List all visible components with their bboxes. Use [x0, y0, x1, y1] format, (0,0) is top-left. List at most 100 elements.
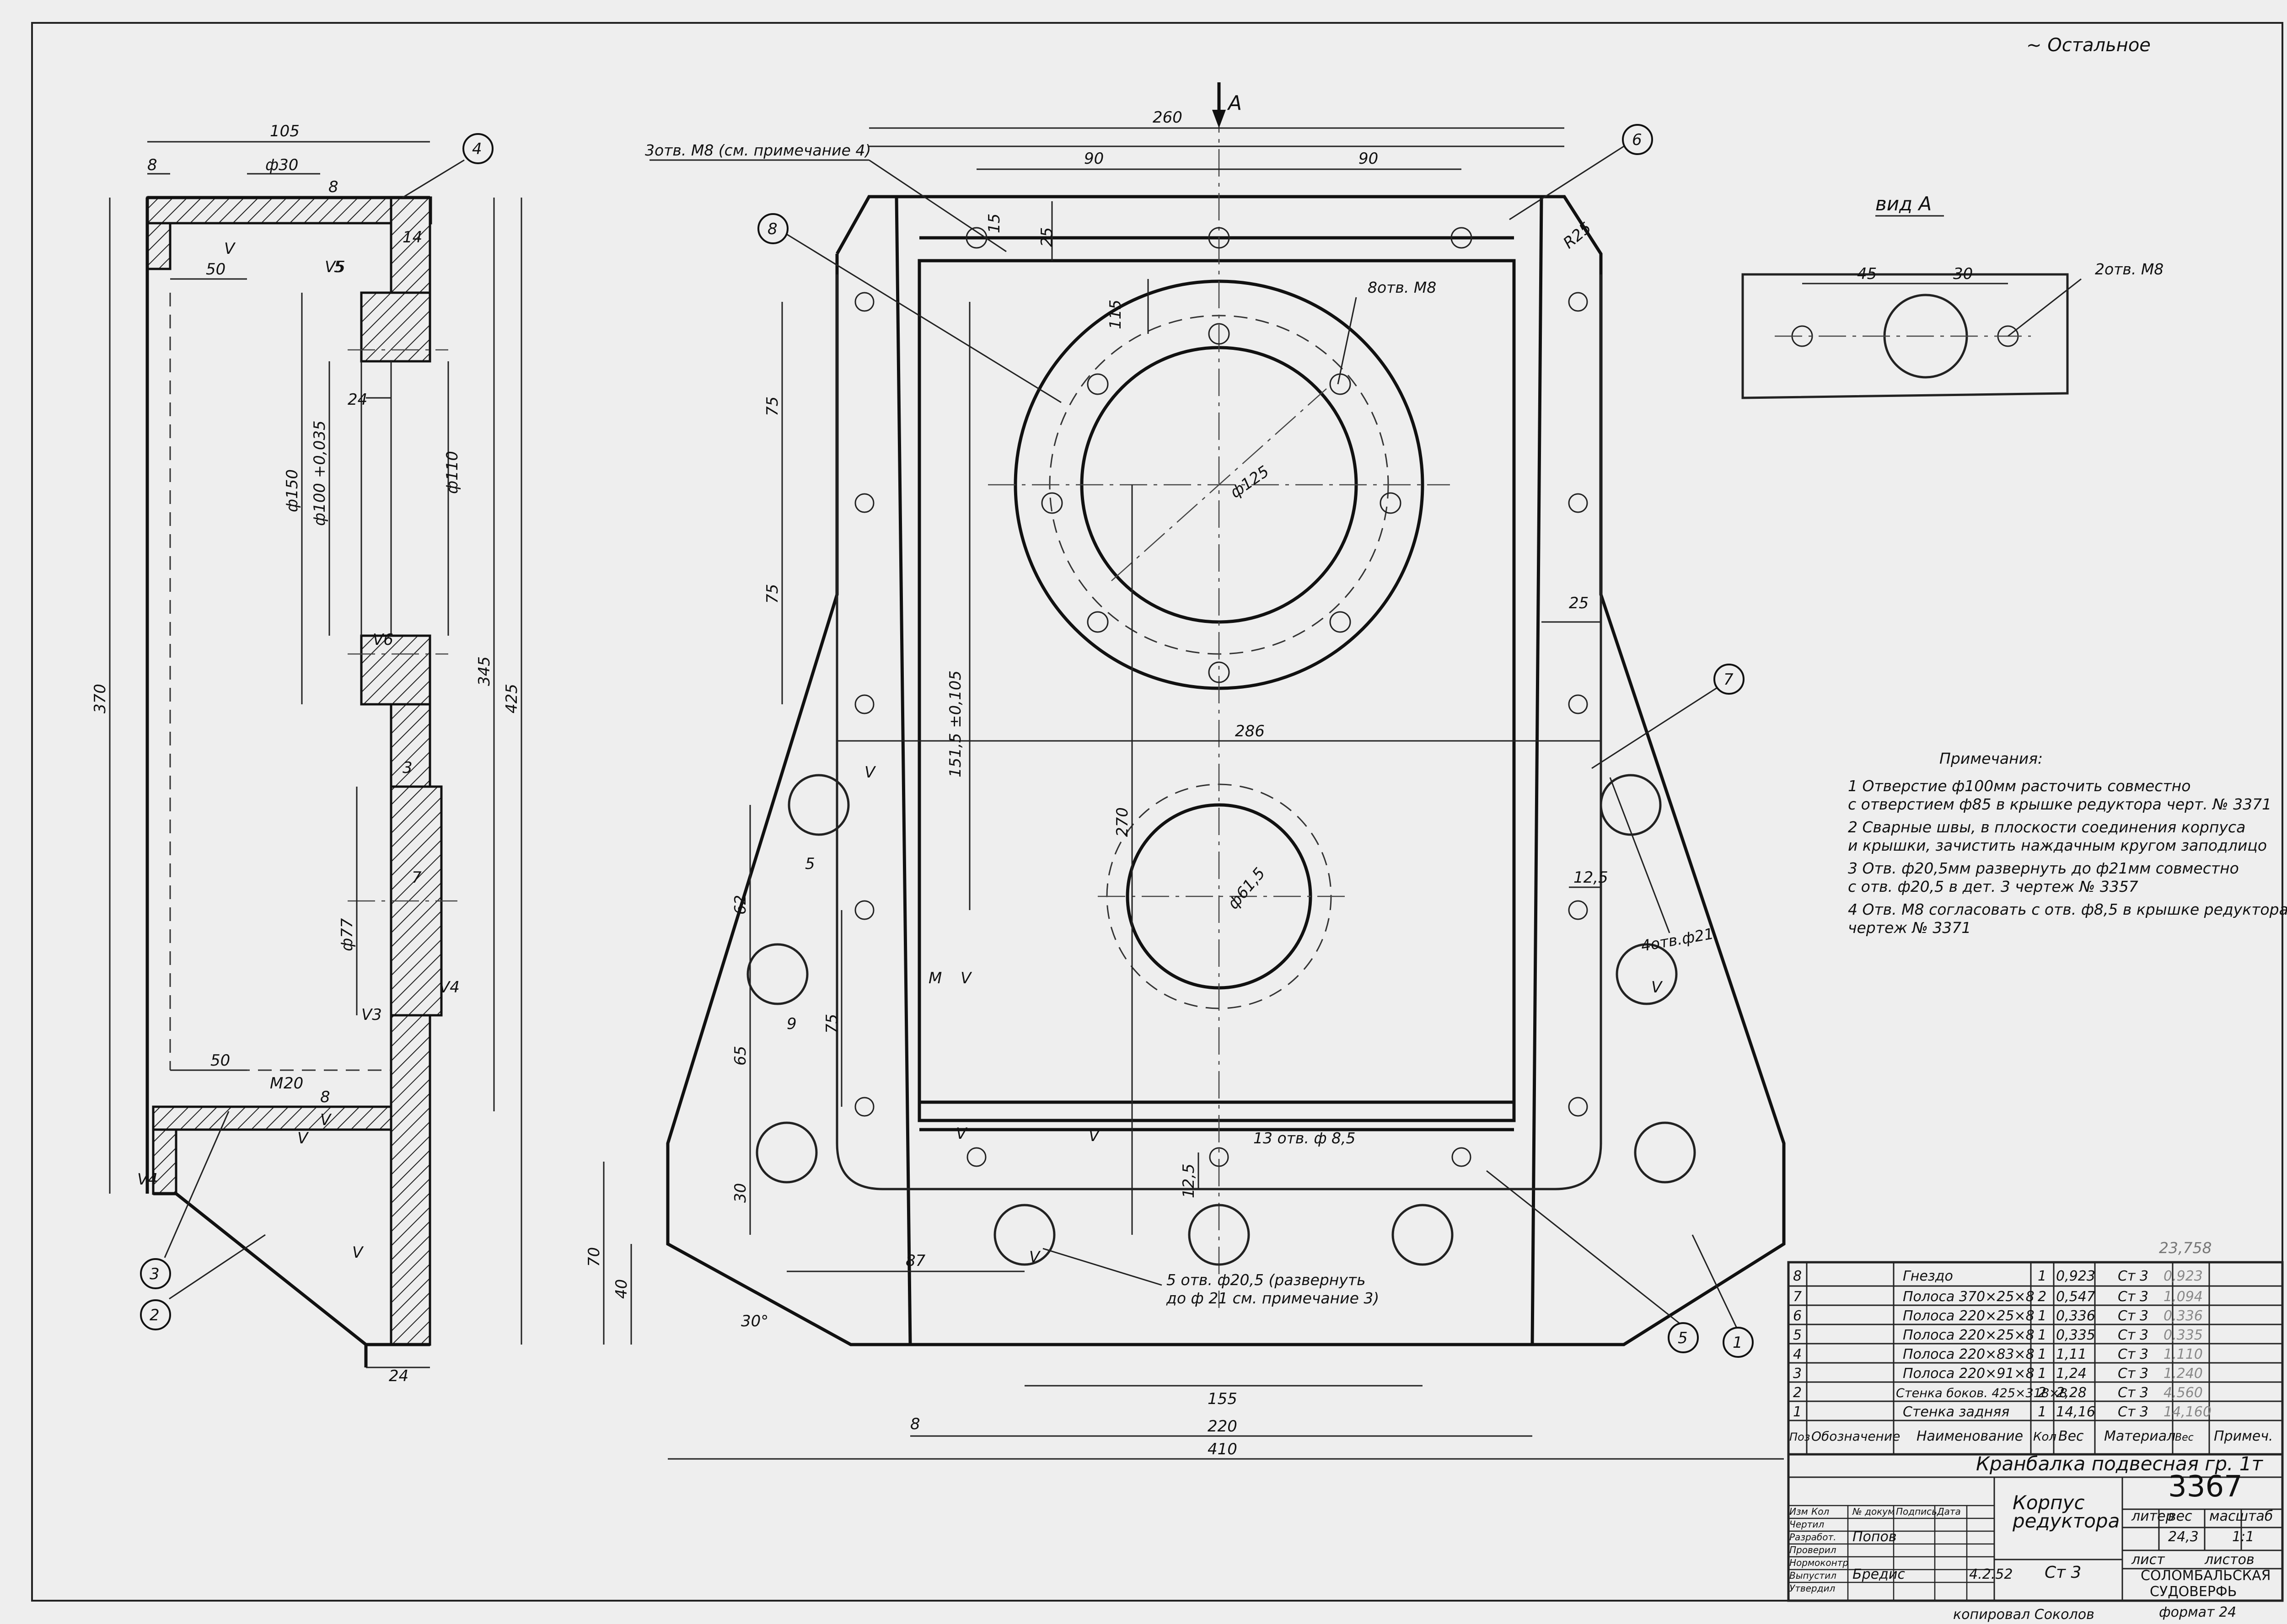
svg-text:7: 7: [1793, 1289, 1802, 1305]
svg-text:90: 90: [1084, 150, 1104, 168]
svg-text:ф110: ф110: [443, 451, 462, 494]
svg-text:410: 410: [1208, 1440, 1237, 1458]
svg-text:М: М: [270, 1074, 283, 1093]
svg-text:286: 286: [1235, 722, 1265, 740]
svg-text:Ст 3: Ст 3: [2118, 1327, 2148, 1343]
svg-text:12,5: 12,5: [1573, 868, 1608, 887]
svg-text:Ст 3: Ст 3: [2118, 1385, 2148, 1401]
svg-text:20: 20: [284, 1074, 303, 1093]
svg-text:3: 3: [1793, 1366, 1802, 1382]
svg-text:Примеч.: Примеч.: [2214, 1428, 2273, 1444]
svg-text:370: 370: [91, 684, 109, 713]
svg-text:260: 260: [1153, 108, 1182, 127]
svg-text:V: V: [1029, 1248, 1041, 1266]
svg-text:2: 2: [150, 1306, 160, 1324]
svg-text:1:1: 1:1: [2232, 1529, 2254, 1545]
svg-text:литер: литер: [2131, 1508, 2174, 1524]
svg-text:8: 8: [1793, 1268, 1802, 1284]
svg-text:4 Отв. М8 согласовать с отв.: 4 Отв. М8 согласовать с отв. ф8,5 в крыш…: [1848, 900, 2287, 918]
svg-text:V5: V5: [325, 258, 345, 276]
svg-text:3 Отв. ф20,5мм развернуть до: 3 Отв. ф20,5мм развернуть до ф21мм совме…: [1848, 859, 2239, 877]
svg-text:5: 5: [805, 855, 815, 873]
svg-text:Ст 3: Ст 3: [2118, 1346, 2148, 1362]
svg-text:50: 50: [206, 260, 225, 279]
svg-text:V4: V4: [439, 978, 460, 997]
svg-text:8: 8: [320, 1088, 330, 1106]
svg-text:13 отв. ф 8,5: 13 отв. ф 8,5: [1253, 1129, 1356, 1147]
svg-text:и крышки, зачистить наждачным: и крышки, зачистить наждачным кругом зап…: [1848, 836, 2267, 854]
svg-text:редуктора: редуктора: [2012, 1510, 2120, 1532]
svg-text:Вес: Вес: [2175, 1432, 2194, 1443]
svg-text:8: 8: [910, 1415, 920, 1433]
svg-text:Стенка задняя: Стенка задняя: [1903, 1404, 2009, 1420]
svg-text:А: А: [1227, 91, 1242, 115]
svg-text:Проверил: Проверил: [1789, 1544, 1836, 1555]
side-section-view: 105 8 ф30 8 50 14 5 24 ф150 ф100 +0,035 …: [91, 122, 522, 1385]
svg-text:V: V: [320, 1111, 332, 1129]
svg-text:Наименование: Наименование: [1917, 1428, 2023, 1444]
svg-text:1: 1: [2038, 1308, 2046, 1324]
svg-text:Стенка боков. 425×318×8: Стенка боков. 425×318×8: [1896, 1386, 2067, 1400]
svg-text:1: 1: [2038, 1268, 2046, 1284]
svg-text:листов: листов: [2204, 1552, 2255, 1568]
svg-text:Бредис: Бредис: [1852, 1566, 1905, 1582]
svg-text:105: 105: [270, 122, 300, 140]
svg-text:3: 3: [150, 1265, 160, 1283]
svg-text:V: V: [1651, 978, 1663, 997]
svg-text:24: 24: [389, 1367, 408, 1385]
svg-text:Выпустил: Выпустил: [1789, 1570, 1836, 1581]
svg-text:Разработ.: Разработ.: [1789, 1532, 1836, 1543]
svg-text:1: 1: [2038, 1346, 2046, 1362]
svg-text:Обозначение: Обозначение: [1811, 1429, 1900, 1444]
svg-text:8: 8: [328, 178, 338, 196]
svg-text:14,16: 14,16: [2056, 1404, 2095, 1420]
title-block: Кранбалка подвесная гр. 1т Корпус редукт…: [1787, 1452, 2284, 1623]
svg-text:V: V: [956, 1125, 968, 1143]
svg-text:копировал Соколов: копировал Соколов: [1953, 1607, 2094, 1623]
svg-text:87: 87: [906, 1252, 926, 1270]
svg-text:Утвердил: Утвердил: [1789, 1583, 1835, 1594]
svg-text:2: 2: [2038, 1385, 2046, 1401]
svg-text:1: 1: [2038, 1404, 2046, 1420]
svg-text:Материал: Материал: [2104, 1428, 2175, 1444]
svg-text:0,336: 0,336: [2056, 1308, 2095, 1324]
svg-text:25: 25: [1569, 594, 1589, 612]
svg-text:Полоса 220×25×8: Полоса 220×25×8: [1903, 1308, 2035, 1324]
svg-text:V: V: [1089, 1127, 1101, 1145]
svg-text:V3: V3: [361, 1006, 382, 1024]
svg-text:V: V: [352, 1243, 364, 1262]
svg-text:Поз: Поз: [1789, 1431, 1810, 1443]
svg-text:СОЛОМБАЛЬСКАЯ: СОЛОМБАЛЬСКАЯ: [2141, 1568, 2271, 1584]
svg-text:2: 2: [2038, 1289, 2046, 1305]
svg-text:5: 5: [334, 258, 344, 276]
svg-text:ф150: ф150: [283, 469, 301, 512]
svg-text:Ст 3: Ст 3: [2118, 1308, 2148, 1324]
svg-text:Полоса 370×25×8: Полоса 370×25×8: [1903, 1289, 2035, 1305]
svg-text:270: 270: [1113, 807, 1132, 837]
svg-text:8: 8: [768, 220, 778, 238]
svg-text:0,336: 0,336: [2164, 1308, 2203, 1324]
svg-text:5 отв. ф20,5 (развернуть: 5 отв. ф20,5 (развернуть: [1166, 1271, 1366, 1289]
svg-text:0,547: 0,547: [2056, 1289, 2095, 1305]
svg-text:Примечания:: Примечания:: [1939, 750, 2043, 767]
svg-text:151,5 ±0,105: 151,5 ±0,105: [946, 670, 965, 777]
sheet-frame: [31, 22, 2283, 1602]
svg-text:Нормоконтр: Нормоконтр: [1789, 1557, 1848, 1568]
svg-text:ф100 +0,035: ф100 +0,035: [311, 420, 329, 526]
svg-text:ф30: ф30: [265, 156, 298, 174]
svg-text:Подпись: Подпись: [1896, 1506, 1937, 1517]
svg-text:23,758: 23,758: [2159, 1239, 2212, 1257]
svg-text:6: 6: [1793, 1308, 1802, 1324]
svg-text:6: 6: [1632, 131, 1642, 149]
svg-text:115: 115: [1106, 300, 1125, 329]
svg-text:425: 425: [503, 684, 521, 713]
svg-text:Полоса 220×91×8: Полоса 220×91×8: [1903, 1366, 2035, 1382]
svg-text:24,3: 24,3: [2168, 1529, 2199, 1545]
svg-text:Полоса 220×83×8: Полоса 220×83×8: [1903, 1346, 2035, 1362]
svg-text:Попов: Попов: [1852, 1529, 1897, 1545]
svg-text:4.2.52: 4.2.52: [1969, 1566, 2013, 1582]
svg-text:№ докум: № докум: [1852, 1506, 1895, 1517]
svg-text:9: 9: [787, 1015, 797, 1033]
surface-finish-note: ~ Остальное: [2026, 35, 2151, 56]
